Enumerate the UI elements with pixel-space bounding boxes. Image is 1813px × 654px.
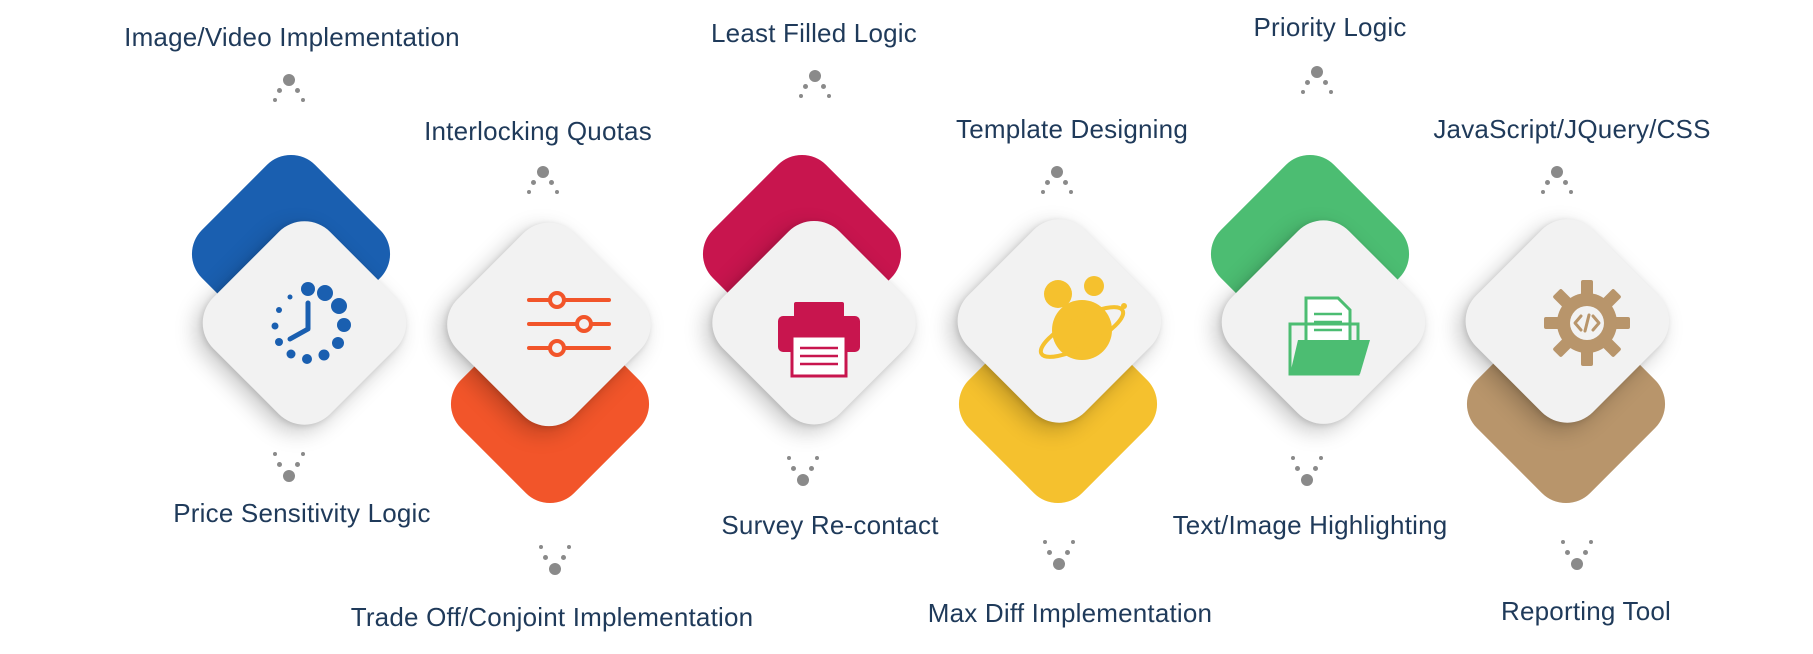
sliders-icon — [527, 291, 611, 357]
bottom-label: Trade Off/Conjoint Implementation — [350, 602, 754, 632]
bottom-label: Text/Image Highlighting — [1172, 510, 1448, 540]
top-label: Priority Logic — [1253, 12, 1407, 42]
folder-icon — [1288, 296, 1370, 376]
printer-icon — [778, 302, 860, 378]
bottom-label: Max Diff Implementation — [927, 598, 1213, 628]
top-label: Least Filled Logic — [711, 18, 917, 48]
top-label: JavaScript/JQuery/CSS — [1433, 114, 1711, 144]
gear-code-icon — [1544, 280, 1630, 366]
bottom-label: Price Sensitivity Logic — [173, 498, 431, 528]
tile-6 — [1450, 200, 1706, 518]
clock-icon — [271, 282, 351, 364]
top-label: Interlocking Quotas — [424, 116, 652, 146]
tile-5 — [1196, 140, 1450, 450]
tile-2 — [432, 200, 690, 518]
tile-3 — [688, 140, 942, 450]
bottom-label: Reporting Tool — [1501, 596, 1671, 626]
planet-icon — [1038, 276, 1127, 360]
top-label: Template Designing — [956, 114, 1188, 144]
tile-4 — [942, 200, 1198, 518]
top-label: Image/Video Implementation — [124, 22, 460, 52]
tile-1 — [177, 140, 435, 450]
bottom-label: Survey Re-contact — [721, 510, 939, 540]
